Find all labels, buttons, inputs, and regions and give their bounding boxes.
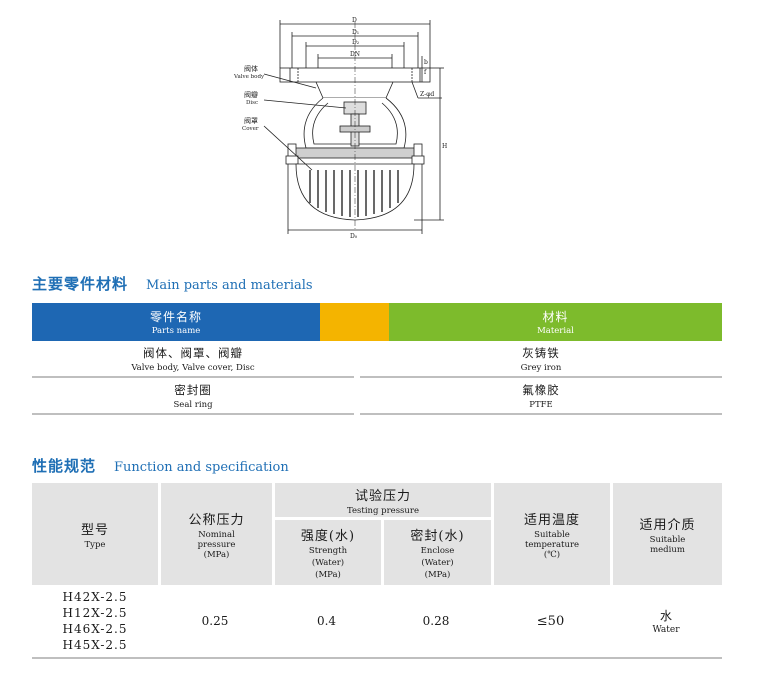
medium-value-cell: 水 Water bbox=[610, 585, 722, 657]
spec-table-header: 型号 Type 公称压力 Nominal pressure (MPa) 试验压力… bbox=[32, 483, 722, 585]
callout-valve-body-cn: 阀体 bbox=[244, 64, 258, 73]
type-item: H12X-2.5 bbox=[62, 606, 128, 620]
type-item: H45X-2.5 bbox=[62, 638, 128, 652]
material-en: Grey iron bbox=[520, 362, 562, 373]
header-nominal-en-1: Nominal bbox=[198, 529, 235, 540]
nominal-value: 0.25 bbox=[201, 614, 229, 628]
header-temp-cn: 适用温度 bbox=[523, 512, 580, 528]
dim-holes-label: Z-φd bbox=[420, 91, 434, 98]
header-medium: 适用介质 Suitable medium bbox=[613, 483, 722, 585]
callout-cover-cn: 阀罩 bbox=[244, 116, 258, 125]
type-list-cell: H42X-2.5 H12X-2.5 H46X-2.5 H45X-2.5 bbox=[32, 585, 158, 657]
header-strength-en-3: (MPa) bbox=[315, 570, 341, 580]
header-enclose-cn: 密封(水) bbox=[410, 529, 465, 544]
parts-section-title: 主要零件材料 Main parts and materials bbox=[32, 273, 313, 294]
part-name-cn: 阀体、阀罩、阀瓣 bbox=[143, 345, 243, 360]
spec-table: 型号 Type 公称压力 Nominal pressure (MPa) 试验压力… bbox=[32, 483, 722, 659]
header-medium-en-2: medium bbox=[650, 544, 685, 555]
material-en: PTFE bbox=[529, 399, 553, 410]
header-enclose-en-2: (Water) bbox=[421, 558, 454, 568]
part-name-en: Seal ring bbox=[173, 399, 213, 410]
part-name-cell: 密封圈 Seal ring bbox=[32, 378, 354, 415]
header-testing-cn: 试验压力 bbox=[354, 488, 411, 504]
callout-disc-cn: 阀瓣 bbox=[244, 90, 258, 99]
dim-d2-label: D₂ bbox=[352, 39, 360, 46]
material-cn: 灰铸铁 bbox=[522, 345, 560, 360]
table-row: 阀体、阀罩、阀瓣 Valve body, Valve cover, Disc 灰… bbox=[32, 341, 722, 378]
header-strength-en-1: Strength bbox=[308, 546, 348, 556]
dim-d0-label: D₀ bbox=[350, 233, 358, 240]
dim-d1-label: D₁ bbox=[352, 29, 359, 36]
header-material: 材料 Material bbox=[389, 303, 722, 341]
header-temp-en-2: temperature bbox=[524, 539, 580, 550]
dim-f-label: f bbox=[424, 69, 427, 76]
callout-disc-en: Disc bbox=[246, 100, 258, 106]
header-testing-en: Testing pressure bbox=[347, 505, 419, 516]
header-type-cn: 型号 bbox=[80, 522, 109, 538]
part-name-en: Valve body, Valve cover, Disc bbox=[131, 362, 255, 373]
header-material-cn: 材料 bbox=[542, 310, 569, 324]
spec-title-cn: 性能规范 bbox=[32, 457, 97, 475]
header-nominal-pressure: 公称压力 Nominal pressure (MPa) bbox=[161, 483, 272, 585]
nominal-pressure-value: 0.25 bbox=[158, 585, 272, 657]
header-medium-en-1: Suitable bbox=[649, 534, 686, 545]
dim-d-label: D bbox=[352, 17, 357, 24]
strength-value: 0.4 bbox=[316, 614, 337, 628]
header-nominal-en-2: pressure bbox=[197, 539, 236, 550]
valve-drawing: D D₁ D₂ DN b f Z-φd H D₀ 阀体 Valve body 阀… bbox=[228, 8, 468, 243]
spec-title-en: Function and specification bbox=[114, 460, 289, 475]
table-row: H42X-2.5 H12X-2.5 H46X-2.5 H45X-2.5 0.25… bbox=[32, 585, 722, 659]
parts-table: 零件名称 Parts name 材料 Material 阀体、阀罩、阀瓣 Val… bbox=[32, 303, 722, 415]
spec-section-title: 性能规范 Function and specification bbox=[32, 455, 289, 476]
callout-cover-en: Cover bbox=[242, 126, 259, 132]
header-enclose: 密封(水) Enclose (Water) (MPa) bbox=[384, 520, 491, 585]
enclose-value-cell: 0.28 bbox=[381, 585, 491, 657]
type-item: H42X-2.5 bbox=[62, 590, 128, 604]
callout-valve-body-en: Valve body bbox=[233, 74, 265, 80]
parts-title-cn: 主要零件材料 bbox=[32, 275, 129, 293]
dim-dn-label: DN bbox=[350, 51, 360, 58]
header-accent-block bbox=[320, 303, 389, 341]
material-cell: 氟橡胶 PTFE bbox=[360, 378, 722, 415]
strength-value-cell: 0.4 bbox=[272, 585, 381, 657]
header-enclose-en-1: Enclose bbox=[420, 546, 455, 556]
header-type-en: Type bbox=[84, 539, 106, 550]
header-enclose-en-3: (MPa) bbox=[424, 570, 451, 580]
parts-title-en: Main parts and materials bbox=[146, 278, 313, 293]
medium-value-en: Water bbox=[652, 625, 680, 635]
header-temp-en-1: Suitable bbox=[534, 529, 570, 540]
header-strength: 强度(水) Strength (Water) (MPa) bbox=[275, 520, 381, 585]
table-row: 密封圈 Seal ring 氟橡胶 PTFE bbox=[32, 378, 722, 415]
header-strength-en-2: (Water) bbox=[311, 558, 345, 568]
header-type: 型号 Type bbox=[32, 483, 158, 585]
header-medium-cn: 适用介质 bbox=[639, 517, 696, 533]
dim-h-label: H bbox=[442, 143, 447, 150]
header-testing-top: 试验压力 Testing pressure bbox=[275, 483, 491, 517]
material-cell: 灰铸铁 Grey iron bbox=[360, 341, 722, 378]
header-parts-name-en: Parts name bbox=[151, 326, 201, 336]
parts-table-header: 零件名称 Parts name 材料 Material bbox=[32, 303, 722, 341]
header-parts-name: 零件名称 Parts name bbox=[32, 303, 320, 341]
header-nominal-en-3: (MPa) bbox=[203, 549, 230, 560]
header-nominal-cn: 公称压力 bbox=[188, 512, 245, 528]
header-parts-name-cn: 零件名称 bbox=[149, 310, 202, 324]
material-cn: 氟橡胶 bbox=[522, 382, 560, 397]
part-name-cn: 密封圈 bbox=[174, 382, 212, 397]
enclose-value: 0.28 bbox=[422, 614, 450, 628]
header-temperature: 适用温度 Suitable temperature (℃) bbox=[494, 483, 610, 585]
temperature-value-cell: ≤50 bbox=[491, 585, 610, 657]
header-material-en: Material bbox=[537, 326, 574, 336]
temperature-value: ≤50 bbox=[536, 613, 565, 629]
header-testing-sub: 强度(水) Strength (Water) (MPa) 密封(水) Enclo… bbox=[275, 520, 491, 585]
header-temp-en-3: (℃) bbox=[543, 549, 561, 560]
valve-cross-section-svg: D D₁ D₂ DN b f Z-φd H D₀ 阀体 Valve body 阀… bbox=[233, 17, 447, 240]
dim-b-label: b bbox=[424, 59, 428, 66]
medium-value-cn: 水 bbox=[659, 609, 672, 623]
type-item: H46X-2.5 bbox=[62, 622, 128, 636]
part-name-cell: 阀体、阀罩、阀瓣 Valve body, Valve cover, Disc bbox=[32, 341, 354, 378]
header-strength-cn: 强度(水) bbox=[300, 529, 356, 544]
header-testing-pressure: 试验压力 Testing pressure 强度(水) Strength (Wa… bbox=[275, 483, 491, 585]
